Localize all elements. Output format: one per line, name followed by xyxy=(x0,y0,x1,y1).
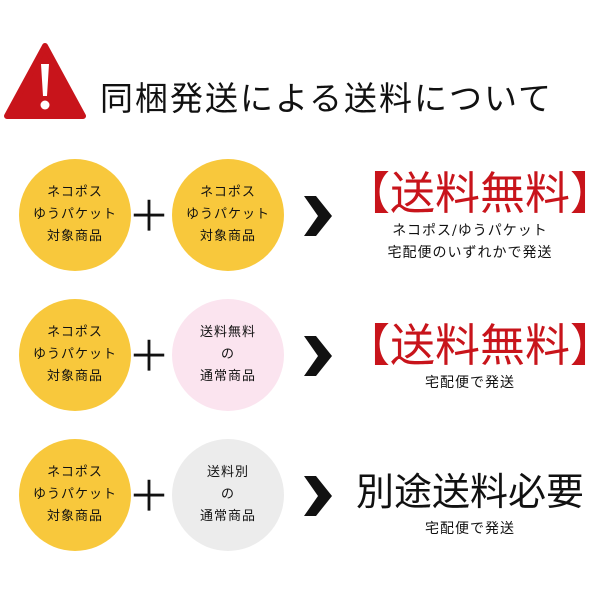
warning-icon xyxy=(4,43,86,119)
nekopos-item-circle: ネコポス ゆうパケット 対象商品 xyxy=(172,159,284,271)
circle-line: ネコポス xyxy=(47,325,103,340)
free-shipping-item-circle: 送料無料 の 通常商品 xyxy=(172,299,284,411)
circle-line: ネコポス xyxy=(47,465,103,480)
circle-line: の xyxy=(220,347,235,362)
circle-line: ネコポス xyxy=(200,185,256,200)
free-shipping-label: 【送料無料】 xyxy=(345,319,600,372)
result-block: 【送料無料】 ネコポス/ゆうパケット 宅配便のいずれかで発送 xyxy=(345,167,600,264)
circle-line: 送料無料 xyxy=(199,325,256,340)
result-note: 宅配便で発送 xyxy=(425,521,515,537)
result-block: 【送料無料】 宅配便で発送 xyxy=(345,319,600,394)
nekopos-item-circle: ネコポス ゆうパケット 対象商品 xyxy=(19,299,131,411)
nekopos-item-circle: ネコポス ゆうパケット 対象商品 xyxy=(19,439,131,551)
circle-line: 送料別 xyxy=(206,465,249,480)
circle-line: 通常商品 xyxy=(199,369,256,384)
circle-line: ゆうパケット xyxy=(32,487,117,502)
plus-icon: ＋ xyxy=(128,332,171,381)
plus-icon: ＋ xyxy=(128,192,171,241)
separate-shipping-item-circle: 送料別 の 通常商品 xyxy=(172,439,284,551)
circle-line: 対象商品 xyxy=(46,509,103,524)
circle-line: 対象商品 xyxy=(199,229,256,244)
circle-line: ゆうパケット xyxy=(32,347,117,362)
circle-line: 通常商品 xyxy=(199,509,256,524)
nekopos-item-circle: ネコポス ゆうパケット 対象商品 xyxy=(19,159,131,271)
chevron-right-icon xyxy=(304,196,332,236)
circle-line: の xyxy=(220,487,235,502)
chevron-right-icon xyxy=(304,476,332,516)
circle-line: ゆうパケット xyxy=(32,207,117,222)
chevron-right-icon xyxy=(304,336,332,376)
plus-icon: ＋ xyxy=(128,472,171,521)
circle-line: ネコポス xyxy=(47,185,103,200)
page-title: 同梱発送による送料について xyxy=(100,79,554,118)
result-block: 別途送料必要 宅配便で発送 xyxy=(345,466,595,540)
result-note: ネコポス/ゆうパケット xyxy=(392,223,548,239)
free-shipping-label: 【送料無料】 xyxy=(345,167,600,220)
result-note: 宅配便で発送 xyxy=(425,375,515,391)
circle-line: 対象商品 xyxy=(46,229,103,244)
result-note: 宅配便のいずれかで発送 xyxy=(387,245,553,261)
circle-line: 対象商品 xyxy=(46,369,103,384)
circle-line: ゆうパケット xyxy=(185,207,270,222)
extra-shipping-label: 別途送料必要 xyxy=(355,470,584,514)
